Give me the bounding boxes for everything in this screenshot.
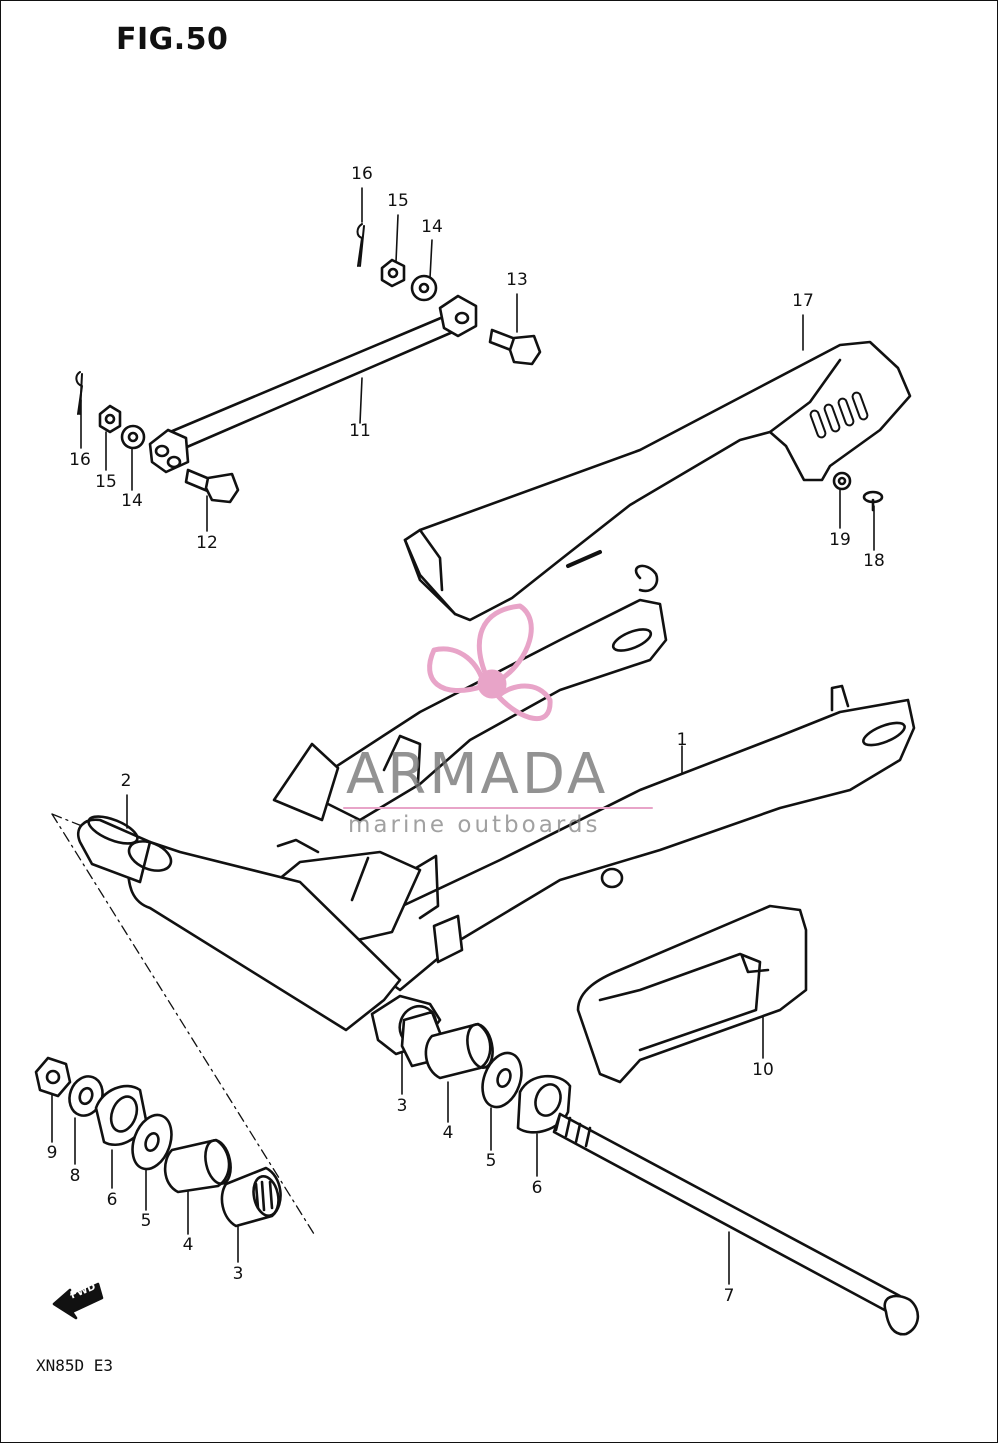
callout-4: 4 [182, 1235, 194, 1255]
callout-7: 7 [723, 1286, 735, 1306]
callout-8: 8 [69, 1166, 81, 1186]
dust-seal-6-right [516, 1074, 572, 1134]
washer-5-right [481, 1051, 523, 1109]
washer-5-left [131, 1113, 173, 1171]
callout-3: 3 [396, 1096, 408, 1116]
callout-19: 19 [829, 530, 851, 550]
callout-1: 1 [676, 730, 688, 750]
callout-6: 6 [531, 1178, 543, 1198]
needle-bearing-3-left [220, 1166, 282, 1228]
callout-12: 12 [196, 533, 218, 553]
propeller-icon [343, 603, 653, 809]
chain-guide [576, 904, 808, 1084]
screw-18 [862, 490, 884, 512]
watermark-tagline: marine outboards [348, 812, 601, 838]
callout-3: 3 [232, 1264, 244, 1284]
cotter-pin-16-top [356, 223, 365, 267]
callout-6: 6 [106, 1190, 118, 1210]
callout-15: 15 [95, 472, 117, 492]
callout-16: 16 [69, 450, 91, 470]
chain-case [403, 340, 912, 622]
callout-11: 11 [349, 421, 371, 441]
callout-14: 14 [421, 217, 443, 237]
pivot-shaft [552, 1112, 920, 1336]
callout-15: 15 [387, 191, 409, 211]
callout-5: 5 [140, 1211, 152, 1231]
callout-14: 14 [121, 491, 143, 511]
bolt-12 [184, 468, 240, 504]
washer-14-top [410, 274, 438, 302]
callout-16: 16 [351, 164, 373, 184]
callout-10: 10 [752, 1060, 774, 1080]
nut-9 [34, 1056, 72, 1098]
castle-nut-15-top [380, 258, 406, 288]
torque-link-rod [148, 294, 478, 474]
callout-5: 5 [485, 1151, 497, 1171]
bolt-13 [488, 328, 542, 366]
callout-9: 9 [46, 1143, 58, 1163]
washer-19 [832, 471, 852, 491]
dust-seal-6-left [94, 1084, 148, 1147]
spacer-4-right [424, 1022, 494, 1080]
washer-14-left [120, 424, 146, 450]
figure-title: FIG.50 [116, 22, 229, 57]
callout-4: 4 [442, 1123, 454, 1143]
callout-2: 2 [120, 771, 132, 791]
cotter-pin-16-left [75, 371, 83, 415]
callout-17: 17 [792, 291, 814, 311]
callout-18: 18 [863, 551, 885, 571]
watermark-brand-name: ARMADA [346, 742, 609, 807]
castle-nut-15-left [98, 404, 122, 434]
forward-arrow-icon [52, 1282, 104, 1320]
pivot-axis-line [51, 813, 315, 1235]
callout-13: 13 [506, 270, 528, 290]
spacer-4-left [163, 1138, 232, 1194]
model-code: XN85D E3 [36, 1356, 114, 1375]
